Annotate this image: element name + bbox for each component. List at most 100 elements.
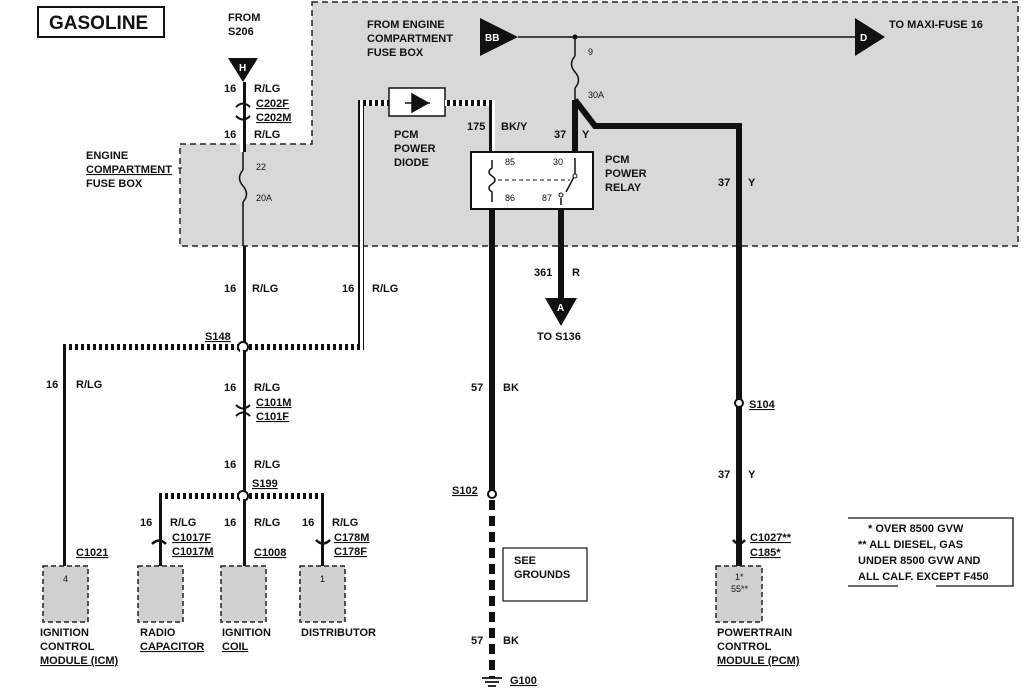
connector-h (228, 58, 258, 82)
icm-label-2: CONTROL (40, 641, 95, 653)
wire-color-2: R/LG (254, 129, 280, 141)
wire-37-number-1: 37 (554, 129, 566, 141)
connector-d (855, 18, 885, 56)
wire-rlg-coil (240, 499, 246, 566)
wire-rlg-main (240, 246, 246, 348)
connector-c1027-symbol (732, 539, 746, 545)
splice-s102-label: S102 (452, 485, 478, 497)
wire-color-3: R/LG (252, 283, 278, 295)
wire-y-color-2: Y (748, 177, 756, 189)
wire-bky-top (445, 100, 495, 106)
distributor-box (299, 565, 346, 623)
wire-gauge-4: 16 (342, 283, 354, 295)
connector-c1017m: C1017M (172, 546, 214, 558)
source-label-1: FROM (228, 12, 260, 24)
diode-label-1: PCM (394, 129, 418, 141)
engine-box-label-2: COMPARTMENT (367, 33, 453, 45)
wire-bky-color: BK/Y (501, 121, 528, 133)
fuse22-number: 22 (256, 162, 266, 172)
splice-s104-label: S104 (749, 399, 776, 411)
wire-37-number-2: 37 (718, 177, 730, 189)
connector-bb (480, 18, 518, 56)
wire-gauge-9: 16 (224, 517, 236, 529)
radio-label-1: RADIO (140, 627, 176, 639)
relay-pin-86: 86 (505, 193, 515, 203)
diode-symbol (405, 92, 430, 114)
pcm-box (715, 565, 763, 623)
radio-label-2: CAPACITOR (140, 641, 204, 653)
wire-rlg-s148-bus (63, 344, 364, 350)
connector-bb-label: BB (485, 33, 499, 44)
connector-c178f: C178F (334, 546, 367, 558)
connector-c202f: C202F (256, 98, 289, 110)
fuse9-amperage: 30A (588, 90, 604, 100)
splice-s102 (487, 489, 497, 499)
wire-57-number-2: 57 (471, 635, 483, 647)
connector-d-label: D (860, 33, 867, 44)
coil-label-2: COIL (222, 641, 249, 653)
connector-c178-symbol (315, 539, 331, 545)
distributor-pin: 1 (320, 574, 325, 584)
wire-175-number: 175 (467, 121, 485, 133)
connector-c202-symbol (235, 102, 251, 121)
pcm-pin-1: 1* (735, 572, 744, 582)
wire-y-pcm (572, 98, 742, 566)
connector-c202m: C202M (256, 112, 291, 124)
icm-box (42, 565, 89, 623)
ground-symbol (482, 677, 502, 687)
wire-color-1: R/LG (254, 83, 280, 95)
connector-c1017f: C1017F (172, 532, 211, 544)
diagram-title: GASOLINE (49, 13, 148, 34)
ignition-coil-box (220, 565, 267, 623)
wire-bk-color-2: BK (503, 635, 519, 647)
wire-361-number: 361 (534, 267, 552, 279)
relay-pin-30: 30 (553, 157, 563, 167)
wire-rlg-s199 (240, 350, 246, 496)
connector-c1017-symbol (151, 539, 167, 545)
wire-color-8: R/LG (170, 517, 196, 529)
wire-rlg-top (240, 82, 246, 152)
wire-color-6: R/LG (254, 382, 280, 394)
wire-r-color: R (572, 267, 580, 279)
splice-s199-label: S199 (252, 478, 278, 490)
pcm-label-1: POWERTRAIN (717, 627, 792, 639)
source-label-2: S206 (228, 26, 254, 38)
see-grounds-box (502, 547, 588, 602)
note-line-3: UNDER 8500 GVW AND (858, 555, 981, 567)
wire-color-4: R/LG (372, 283, 398, 295)
see-grounds-label-1: SEE (514, 555, 536, 567)
wire-rlg-dist (320, 493, 326, 566)
relay-label-3: RELAY (605, 182, 642, 194)
note-line-2: ** ALL DIESEL, GAS (858, 539, 963, 551)
to-maxi-fuse-label: TO MAXI-FUSE 16 (889, 19, 983, 31)
wire-rlg-diode-vertical (358, 103, 364, 348)
wire-color-7: R/LG (254, 459, 280, 471)
wire-bky-vertical (489, 100, 495, 152)
fuse9-number: 9 (588, 47, 593, 57)
fuse-box-label-2: COMPARTMENT (86, 164, 172, 176)
fuse22-symbol (238, 169, 248, 203)
wire-gauge-8: 16 (140, 517, 152, 529)
note-line-1: * OVER 8500 GVW (868, 523, 964, 535)
wire-gauge-1: 16 (224, 83, 236, 95)
wire-bk-color-1: BK (503, 382, 519, 394)
to-s136-label: TO S136 (537, 331, 581, 343)
note-line-4: ALL CALF. EXCEPT F450 (858, 571, 989, 583)
icm-label-3: MODULE (ICM) (40, 655, 119, 667)
wire-color-10: R/LG (332, 517, 358, 529)
wire-gauge-6: 16 (224, 382, 236, 394)
connector-c1027: C1027** (750, 532, 792, 544)
wire-gauge-10: 16 (302, 517, 314, 529)
fuse22-amperage: 20A (256, 193, 272, 203)
diode-label-2: POWER (394, 143, 436, 155)
fuse-box-label-1: ENGINE (86, 150, 128, 162)
diode-label-3: DIODE (394, 157, 429, 169)
engine-box-label-3: FUSE BOX (367, 47, 424, 59)
wire-gauge-3: 16 (224, 283, 236, 295)
wire-gauge-7: 16 (224, 459, 236, 471)
pcm-label-2: CONTROL (717, 641, 772, 653)
connector-c101f: C101F (256, 411, 289, 423)
wire-y-color-1: Y (582, 129, 590, 141)
wire-color-9: R/LG (254, 517, 280, 529)
